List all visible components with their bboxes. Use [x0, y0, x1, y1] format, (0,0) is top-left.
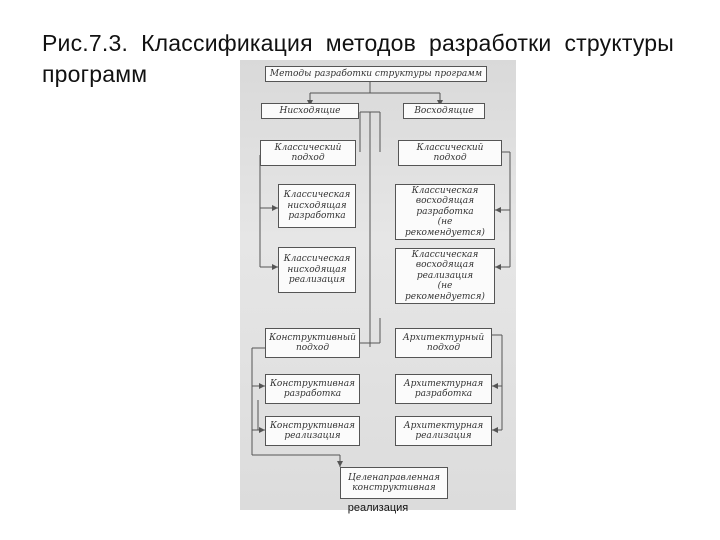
classic-bottom-up-development-box: Классическая восходящая разработка (не р… [395, 184, 495, 240]
constructive-implementation-box: Конструктивная реализация [265, 416, 360, 446]
classic-top-down-development-box: Классическая нисходящая разработка [278, 184, 356, 228]
bottom-up-box: Восходящие [403, 103, 485, 119]
top-down-box: Нисходящие [261, 103, 359, 119]
constructive-development-box: Конструктивная разработка [265, 374, 360, 404]
architectural-approach-box: Архитектурный подход [395, 328, 492, 358]
architectural-development-box: Архитектурная разработка [395, 374, 492, 404]
diagram-caption: реализация [347, 502, 409, 514]
right-classic-approach-box: Классический подход [398, 140, 502, 166]
architectural-implementation-box: Архитектурная реализация [395, 416, 492, 446]
slide-title: Рис.7.3. Классификация методов разработк… [42, 30, 674, 87]
left-classic-approach-box: Классический подход [260, 140, 356, 166]
targeted-constructive-box: Целенаправленная конструктивная [340, 467, 448, 499]
classic-top-down-implementation-box: Классическая нисходящая реализация [278, 247, 356, 293]
root-box: Методы разработки структуры программ [265, 66, 487, 82]
classic-bottom-up-implementation-box: Классическая восходящая реализация (не р… [395, 248, 495, 304]
constructive-approach-box: Конструктивный подход [265, 328, 360, 358]
classification-diagram: Методы разработки структуры программ Нис… [240, 60, 516, 510]
